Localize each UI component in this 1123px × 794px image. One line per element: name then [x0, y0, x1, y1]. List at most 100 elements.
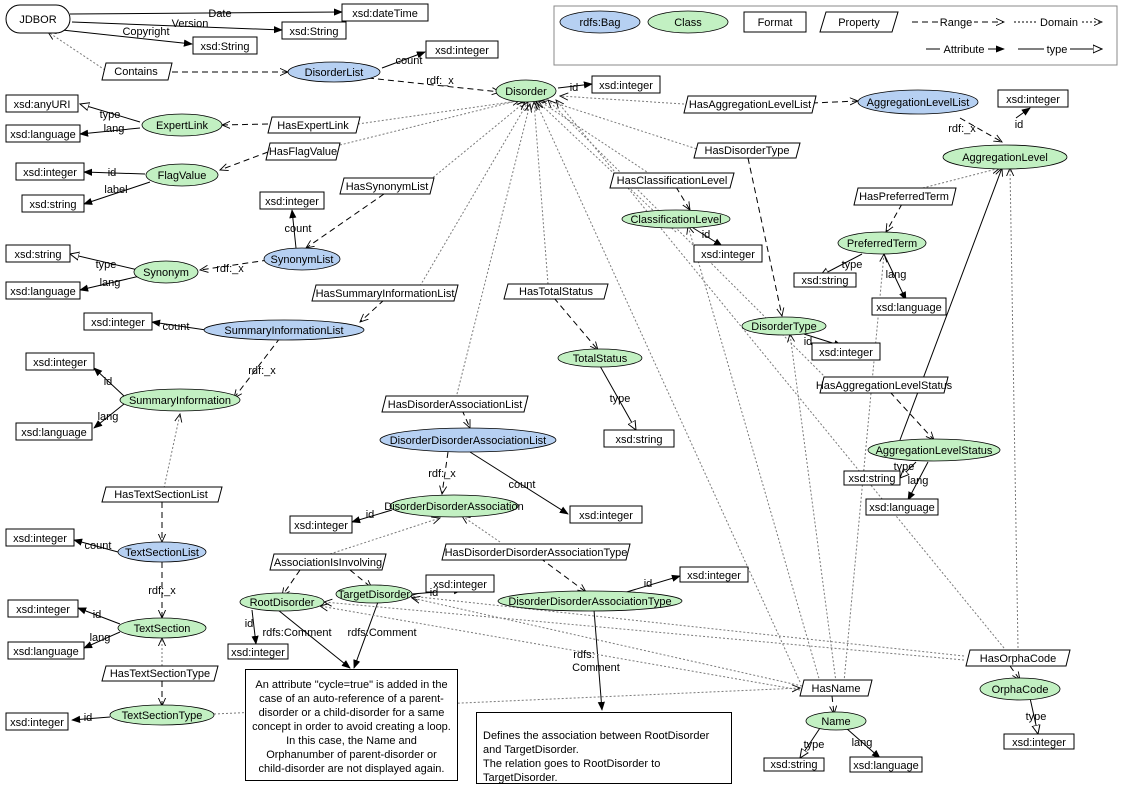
edge-hsl-disorder — [429, 102, 525, 181]
name-label: Name — [821, 716, 850, 728]
edge-hn-rd — [320, 606, 801, 691]
agg-level-status-label: AggregationLevelStatus — [876, 445, 993, 457]
agg-level-list-node — [857, 89, 979, 115]
edge-sil-si — [234, 337, 281, 398]
edge-hdt-disordertype — [747, 157, 782, 316]
ts-type-label: type — [610, 393, 631, 405]
has-text-section-type-property — [101, 665, 219, 682]
edge-hdal-disorder — [455, 104, 530, 399]
edge-rd-id — [251, 609, 259, 645]
xsd-int-flag-label: xsd:integer — [23, 167, 77, 179]
xsd-int-cl-label: xsd:integer — [701, 249, 755, 261]
edge-hdal-ddal — [461, 409, 471, 428]
disorder-type-node — [741, 316, 827, 336]
edge-si-lang — [93, 403, 125, 429]
has-disorder-type-label: HasDisorderType — [705, 145, 790, 157]
has-total-status-label: HasTotalStatus — [519, 286, 593, 298]
edge-dl-count — [381, 51, 426, 69]
has-name-label: HasName — [812, 683, 861, 695]
has-agg-level-list-label: HasAggregationLevelList — [689, 99, 811, 111]
orpha-code-node — [979, 677, 1061, 701]
edge-hcl-classlevel — [675, 186, 690, 210]
edge-hddat-dda — [462, 516, 501, 543]
xsd-string-version-label: xsd:String — [290, 26, 339, 38]
text-section-type-node — [109, 704, 215, 726]
edge-hcl-disorder — [538, 100, 651, 175]
edge-hoc-td — [410, 596, 965, 657]
dda-label: DisorderDisorderAssociation — [384, 501, 523, 513]
als-lang-label: lang — [908, 475, 929, 487]
legend-format-shape — [743, 11, 807, 33]
orpha-code-label: OrphaCode — [992, 684, 1049, 696]
edge-als-agglevel — [899, 168, 1002, 441]
si-id-label: id — [104, 376, 113, 388]
ddat-id-label: id — [644, 578, 653, 590]
dl-count-label: count — [396, 55, 423, 67]
xsd-int-agg-box — [997, 89, 1069, 108]
edge-td-comment — [353, 601, 379, 669]
edge-el-anyuri — [80, 104, 141, 123]
xsd-lang-tsec-box — [7, 641, 85, 660]
edge-oc-type — [1029, 697, 1038, 734]
total-status-label: TotalStatus — [573, 353, 628, 365]
xsd-int-tst-label: xsd:integer — [10, 717, 64, 729]
edge-pt-lang — [883, 253, 907, 301]
edge-sl-count — [289, 209, 297, 249]
edge-hals-disorder — [548, 100, 827, 379]
edge-hfv-flagvalue — [220, 151, 269, 170]
xsd-int-sil-label: xsd:integer — [91, 317, 145, 329]
has-synonym-list-property — [339, 177, 435, 195]
xsd-string-als-box — [843, 470, 901, 486]
classification-level-node — [621, 209, 731, 229]
xsd-int-dda-count-box — [569, 505, 643, 524]
legend-format-label: Format — [758, 17, 793, 29]
xsd-int-ddat-label: xsd:integer — [687, 570, 741, 582]
xsd-lang-pt-box — [871, 297, 947, 316]
edge-als-lang — [907, 461, 929, 501]
has-disorder-type-property — [693, 142, 801, 159]
has-synonym-list-label: HasSynonymList — [346, 181, 429, 193]
edge-hsil-sil — [360, 299, 385, 322]
dt-id-label: id — [804, 336, 813, 348]
legend-attribute-label: Attribute — [944, 44, 985, 56]
tst-id-label: id — [84, 712, 93, 724]
legend-domain-label: Domain — [1040, 17, 1078, 29]
el-type-label: type — [100, 109, 121, 121]
agg-id-label: id — [1015, 119, 1024, 131]
contains-label: Contains — [114, 66, 158, 78]
has-classification-level-label: HasClassificationLevel — [617, 175, 728, 187]
edge-tsec-lang — [83, 631, 121, 649]
edge-hoc-disorder — [556, 100, 1005, 649]
xsd-int-flag-box — [15, 162, 85, 181]
synonymlist-label: SynonymList — [271, 254, 334, 266]
tsec-id-label: id — [93, 609, 102, 621]
has-dda-type-property — [441, 543, 631, 561]
legend-bag-label: rdfs:Bag — [580, 17, 621, 29]
edge-dda-id — [351, 509, 393, 524]
has-summary-info-list-property — [311, 284, 459, 302]
has-agg-level-list-property — [683, 95, 817, 114]
flag-id-label: id — [108, 167, 117, 179]
legend-bag-shape — [559, 10, 641, 34]
xsd-int-tsec-box — [7, 599, 79, 618]
xsd-int-syn-box — [259, 191, 325, 210]
xsd-string-version-box — [281, 21, 347, 40]
nodes: JDBOR Date Version Copyright xsd:dateTim… — [5, 3, 1075, 773]
edge-hoc-agglevel — [1010, 168, 1019, 649]
edge-hddat-ddat — [539, 557, 586, 592]
xsd-int-tsl-label: xsd:integer — [13, 533, 67, 545]
tsec-lang-label: lang — [90, 632, 111, 644]
disorder-type-label: DisorderType — [751, 321, 816, 333]
xsd-lang-tsec-label: xsd:language — [13, 646, 78, 658]
synonym-label: Synonym — [143, 267, 189, 279]
has-name-property — [799, 679, 873, 697]
xsd-int-oc-box — [1003, 733, 1075, 750]
edge-hts-disorder — [534, 102, 549, 285]
expertlink-label: ExpertLink — [156, 120, 208, 132]
edge-si-id — [93, 367, 125, 397]
disorder-label: Disorder — [505, 86, 547, 98]
has-text-section-list-property — [101, 486, 223, 503]
xsd-int-agg-label: xsd:integer — [1006, 94, 1060, 106]
total-status-node — [557, 348, 643, 368]
edge-hal-agglist — [811, 101, 858, 103]
